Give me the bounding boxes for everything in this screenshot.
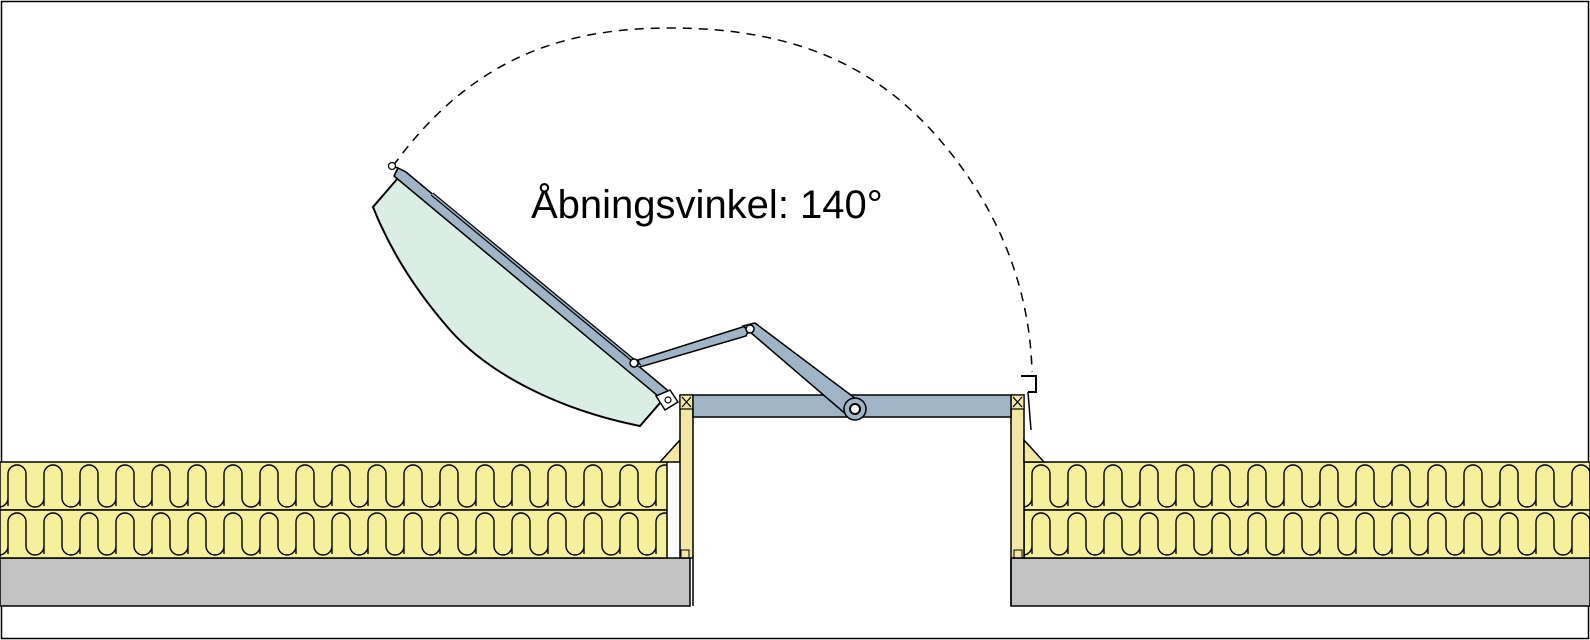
insulation-wave [1024,464,1590,508]
opening-arc [392,27,1033,373]
insulation-wave [0,464,667,508]
insulation-wave [0,512,667,556]
opening-arm [637,322,867,421]
concrete-slab-left [0,557,691,607]
hatch-lid [371,161,680,428]
insulation-wave [1024,512,1590,556]
upstand-left [658,394,694,606]
upstand-right [1010,394,1046,606]
insulation-left [0,461,668,559]
opening-angle-label: Åbningsvinkel: 140° [531,182,883,227]
insulation-right [1023,461,1590,559]
concrete-slab-right [1010,557,1590,607]
latch-clip [1021,375,1037,393]
